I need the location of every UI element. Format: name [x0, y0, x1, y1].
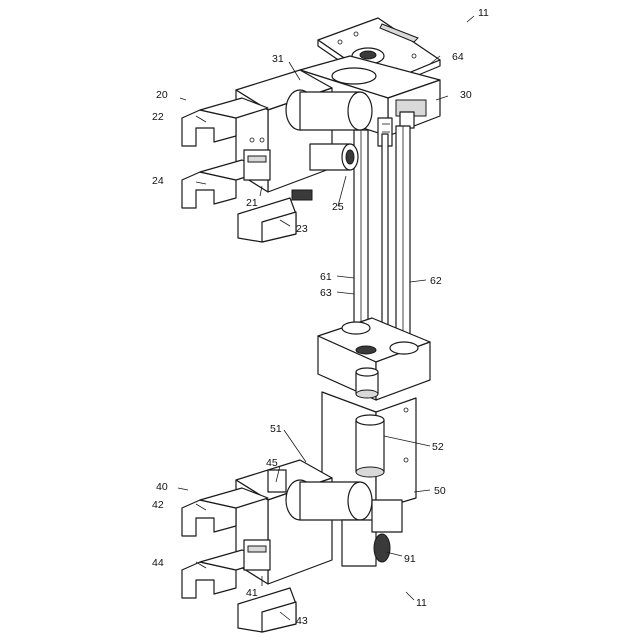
label-22: 22: [152, 111, 164, 123]
label-64: 64: [452, 51, 464, 63]
label-21: 21: [246, 197, 258, 209]
label-40: 40: [156, 481, 168, 493]
label-51: 51: [270, 423, 282, 435]
label-63: 63: [320, 287, 332, 299]
label-25: 25: [332, 201, 344, 213]
label-23: 23: [296, 223, 308, 235]
label-91: 91: [404, 553, 416, 565]
label-11-bottom: 11: [416, 597, 427, 609]
label-42: 42: [152, 499, 164, 511]
label-61: 61: [320, 271, 332, 283]
label-24: 24: [152, 175, 164, 187]
label-41: 41: [246, 587, 258, 599]
label-50: 50: [434, 485, 446, 497]
label-20: 20: [156, 89, 168, 101]
label-11-top: 11: [478, 7, 489, 19]
label-31: 31: [272, 53, 284, 65]
label-43: 43: [296, 615, 308, 627]
label-52: 52: [432, 441, 444, 453]
label-44: 44: [152, 557, 164, 569]
upper-gripper-assembly: [182, 70, 372, 242]
middle-carriage: [318, 318, 430, 400]
vertical-rails: [354, 126, 410, 350]
label-62: 62: [430, 275, 442, 287]
label-30: 30: [460, 89, 472, 101]
label-45: 45: [266, 457, 278, 469]
